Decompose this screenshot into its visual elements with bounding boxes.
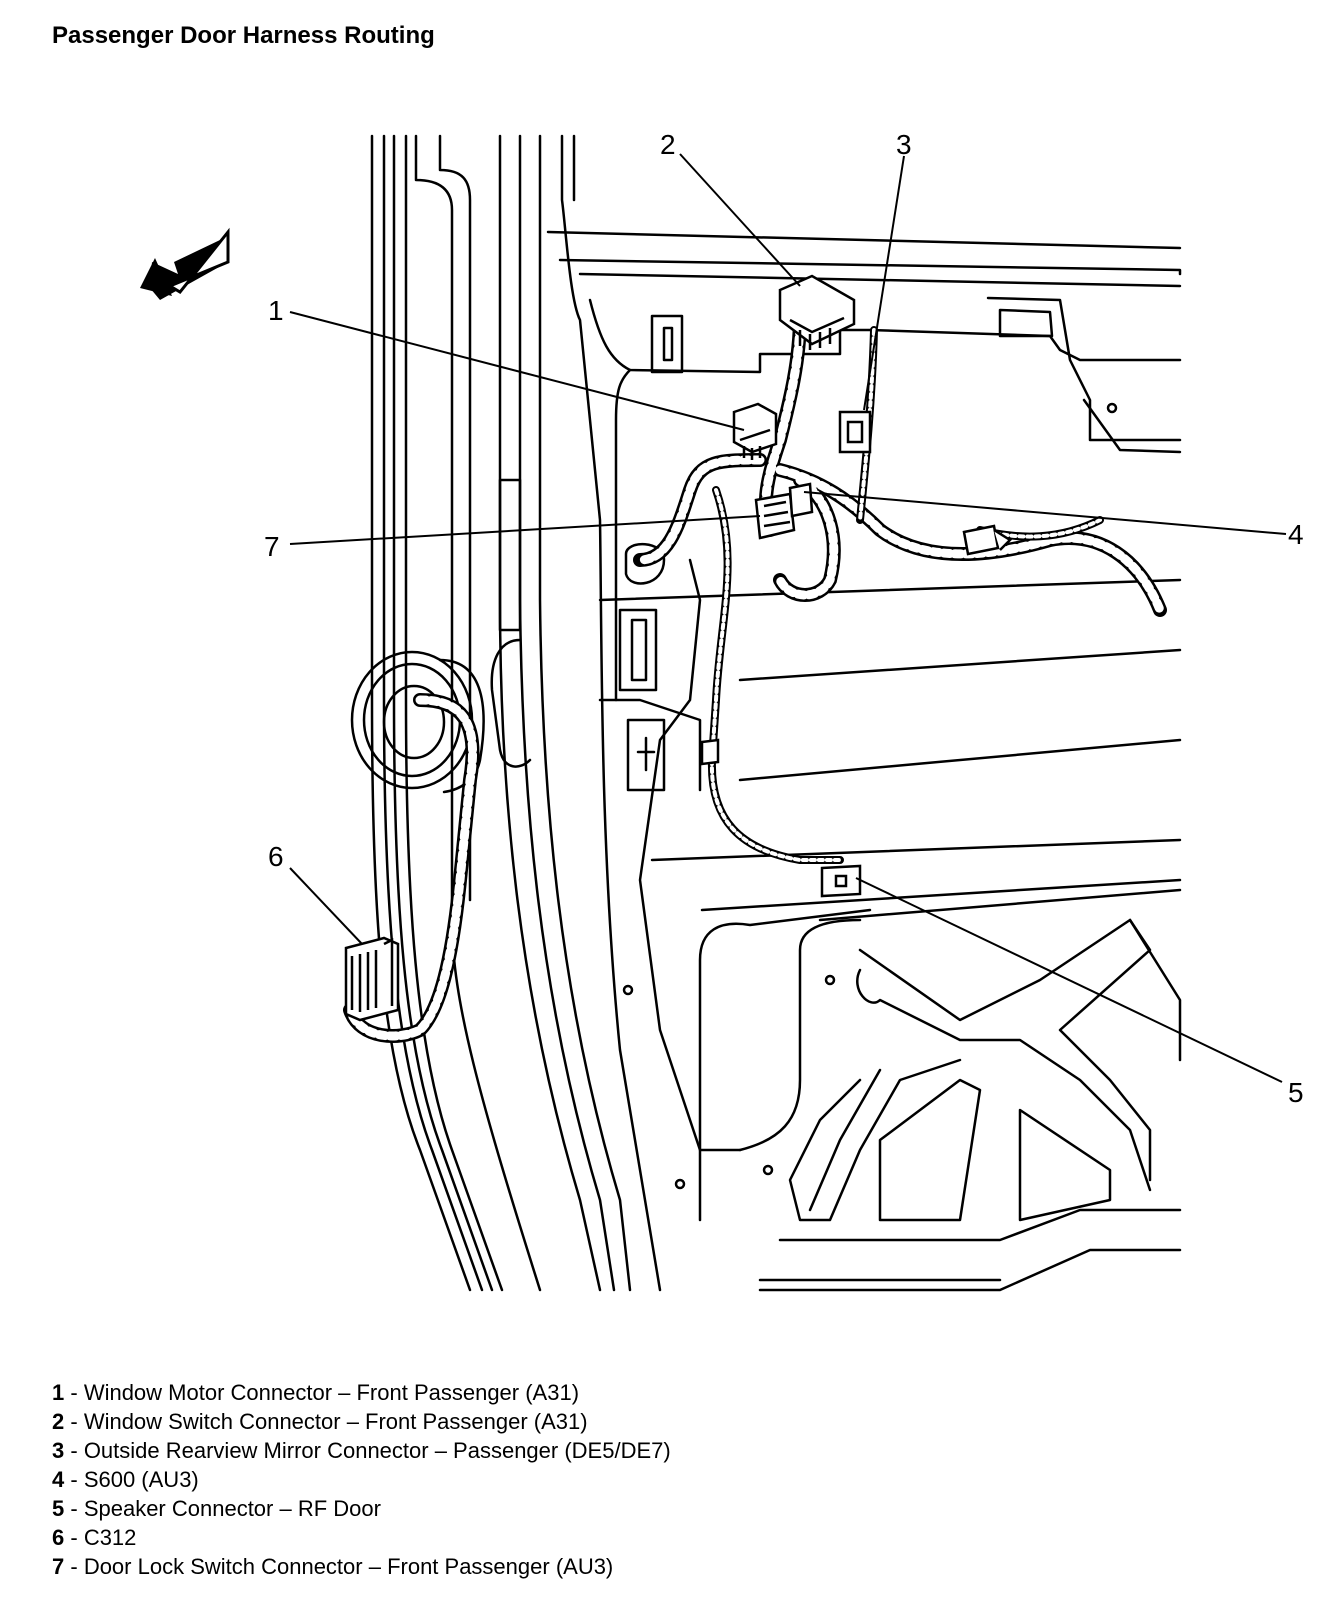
leader-1: [289, 311, 745, 431]
legend-item: 5 - Speaker Connector – RF Door: [52, 1496, 381, 1521]
harness-clip: [700, 738, 720, 766]
door-pillar-frame: [370, 134, 662, 1292]
door-lock-switch-connector: [754, 492, 796, 540]
callout-6: 6: [268, 841, 284, 872]
direction-arrow-icon: [140, 227, 230, 300]
callout-1: 1: [268, 295, 284, 326]
lower-cross-brace: [622, 908, 1182, 1292]
leader-3: [863, 155, 905, 411]
window-switch-connector: [778, 274, 856, 350]
splice-s600: [788, 482, 814, 518]
callout-2: 2: [660, 129, 676, 160]
legend: 1 - Window Motor Connector – Front Passe…: [52, 1378, 671, 1581]
page-title: Passenger Door Harness Routing: [52, 22, 435, 49]
callout-3: 3: [896, 129, 912, 160]
legend-item: 7 - Door Lock Switch Connector – Front P…: [52, 1554, 614, 1579]
callout-4: 4: [1288, 519, 1304, 550]
leader-6: [289, 867, 363, 945]
c312-connector: [344, 936, 400, 1022]
window-motor-connector: [732, 402, 778, 460]
callout-5: 5: [1288, 1077, 1304, 1108]
callout-7: 7: [264, 531, 280, 562]
legend-item: 3 - Outside Rearview Mirror Connector – …: [52, 1438, 671, 1463]
leader-5: [855, 877, 1283, 1083]
inner-door-panel: [546, 230, 1182, 922]
legend-item: 4 - S600 (AU3): [52, 1467, 199, 1492]
leader-7: [289, 515, 761, 545]
speaker-connector: [820, 864, 862, 898]
leader-4: [803, 491, 1287, 535]
legend-item: 1 - Window Motor Connector – Front Passe…: [52, 1380, 580, 1405]
mirror-connector: [838, 410, 872, 454]
legend-item: 6 - C312: [52, 1525, 137, 1550]
door-check-hardware: [490, 478, 862, 1152]
legend-item: 2 - Window Switch Connector – Front Pass…: [52, 1409, 588, 1434]
unlabeled-connector: [962, 524, 1012, 556]
leader-2: [679, 153, 801, 287]
callout-leaders: [289, 153, 1287, 1083]
